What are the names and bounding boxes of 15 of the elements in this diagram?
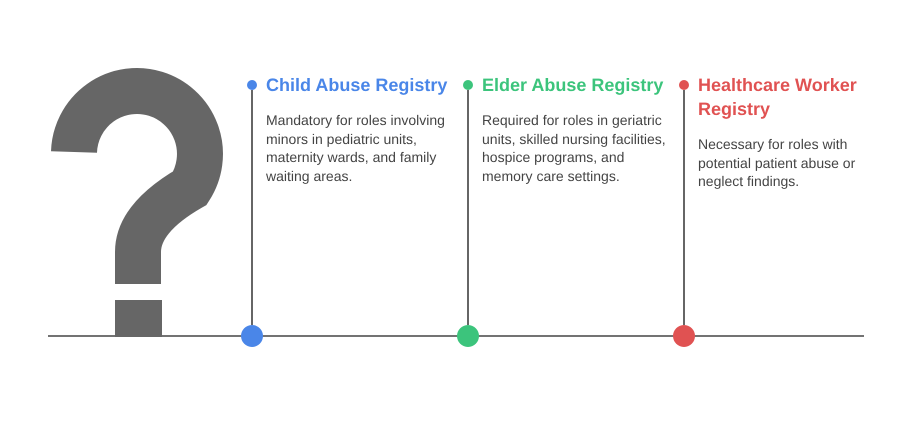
registry-heading: Elder Abuse Registry: [482, 74, 664, 97]
marker-dot: [463, 80, 473, 90]
milestone-circle: [241, 325, 263, 347]
connector-line: [251, 90, 253, 325]
connector-line: [683, 90, 685, 325]
registry-description: Required for roles in geriatric units, skilled nursing facilities, hospice programs, and memory care settings.: [482, 111, 667, 185]
milestone-circle: [457, 325, 479, 347]
marker-dot: [247, 80, 257, 90]
registry-description: Mandatory for roles involving minors in pediatric units, maternity wards, and family waiting areas.: [266, 111, 446, 185]
marker-dot: [679, 80, 689, 90]
registry-heading: Healthcare Worker Registry: [698, 74, 858, 121]
milestone-circle: [673, 325, 695, 347]
registry-heading: Child Abuse Registry: [266, 74, 448, 97]
registry-description: Necessary for roles with potential patient abuse or neglect findings.: [698, 135, 856, 190]
connector-line: [467, 90, 469, 325]
